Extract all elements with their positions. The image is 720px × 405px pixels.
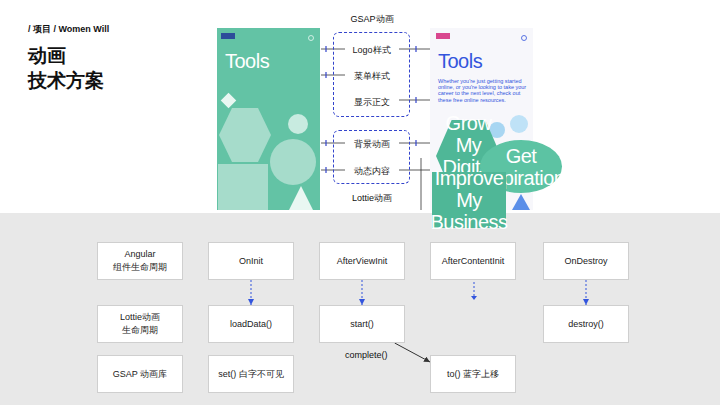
diamond-shape [221,93,237,109]
process-box: loadData() [208,305,294,343]
edge-label: complete() [345,350,388,360]
leader-line [399,143,430,144]
menu-dot [522,36,527,41]
section-label: Lottie动画 [352,192,392,205]
hexagon-shape [219,108,271,162]
leader-line [399,170,430,171]
square-tile: Improve My Business [432,172,506,228]
node-text: Angular 组件生命周期 [102,248,178,274]
process-box: start() [319,305,405,343]
screen-ground [217,28,320,210]
dashed-group: 背景动画动态内容 [333,130,410,184]
leader-line [399,100,430,101]
node-text: 菜单样式 [354,70,390,82]
tick-mark [325,46,326,52]
tick-mark [325,167,326,173]
node-text: 背景动画 [354,138,390,150]
tick-mark [325,72,326,78]
menu-dot [309,36,314,41]
dashed-arrow [474,282,475,296]
process-box: GSAP 动画库 [97,355,183,393]
node-text: OnDestroy [564,255,607,268]
node-text: set() 白字不可见 [218,368,284,381]
node-text: start() [350,318,374,331]
tick-mark [325,140,326,146]
callback-arrow [395,343,430,362]
triangle-shape [289,186,313,210]
circle-shape [288,114,308,134]
breadcrumb: / 项目 / Women Will [28,23,109,36]
process-box: OnDestroy [543,242,629,280]
node-text: to() 蓝字上移 [447,368,499,381]
tick-marks [326,46,416,173]
tick-mark [415,46,416,52]
node-text: GSAP 动画库 [113,368,167,381]
screen-mockup: Tools [217,28,320,210]
node-text: 动态内容 [354,165,390,177]
process-box: destroy() [543,305,629,343]
process-box: set() 白字不可见 [208,355,294,393]
logo-mark [221,33,235,39]
dashed-arrow [362,280,363,305]
leader-lines [321,49,430,210]
page-title: 动画 技术方案 [28,43,118,93]
node-text: loadData() [230,318,272,331]
logo-mark [436,33,450,39]
screen-mockup: ToolsWhether you're just getting started… [430,28,562,228]
process-box: Angular 组件生命周期 [97,242,183,280]
screen-heading: Tools [438,50,556,72]
dashed-arrow [251,280,252,305]
dashed-group: Logo样式菜单样式显示正文 [333,32,410,117]
circle-shape [510,115,528,133]
process-box: OnInit [208,242,294,280]
section-label: GSAP动画 [350,13,393,26]
node-text: Lottie动画 生命周期 [102,311,178,337]
node-text: Logo样式 [352,44,390,56]
dashed-arrow [586,280,587,305]
grey-panel [0,213,720,405]
leader-line [399,49,430,50]
circle-shape [270,139,316,185]
arrow-head [471,296,477,300]
leader-line [421,158,422,210]
node-text: Improve My Business [422,167,515,233]
tick-mark [415,97,416,103]
process-box: Lottie动画 生命周期 [97,305,183,343]
node-text: AfterContentInit [442,255,505,268]
node-text: 显示正文 [354,96,390,108]
triangle-shape [512,194,530,210]
square-shape [218,164,268,210]
node-text: destroy() [568,318,604,331]
node-text: AfterViewInit [337,255,387,268]
node-text: OnInit [239,255,263,268]
screen-body: Whether you're just getting started onli… [438,78,530,103]
screen-heading: Tools [225,50,314,72]
process-box: AfterViewInit [319,242,405,280]
tick-mark [415,140,416,146]
process-box: to() 蓝字上移 [430,355,516,393]
process-box: AfterContentInit [430,242,516,280]
